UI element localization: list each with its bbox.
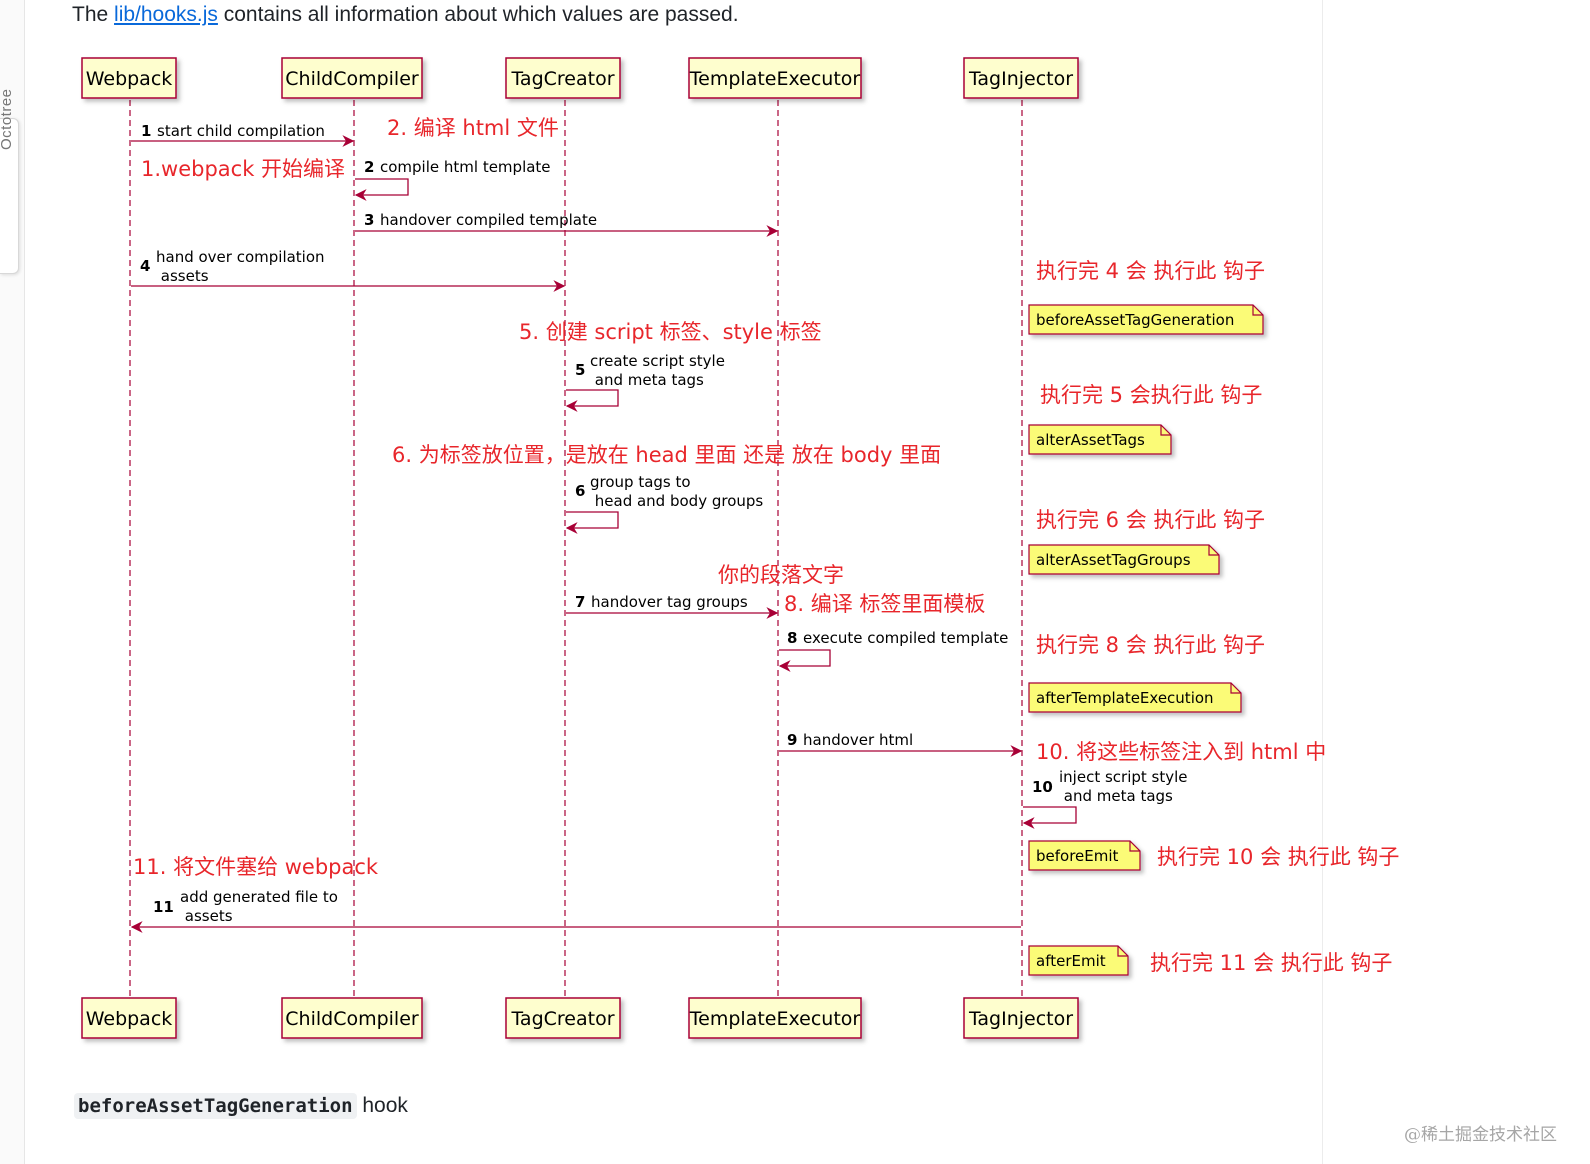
message-2: 2 compile html template <box>354 158 551 201</box>
intro-suffix: contains all information about which val… <box>217 3 739 26</box>
message-label: handover tag groups <box>591 593 748 611</box>
message-number: 2 <box>364 158 374 176</box>
message-number: 8 <box>787 629 797 647</box>
message-5: 5 create script style and meta tags <box>565 352 725 412</box>
message-number: 3 <box>364 211 374 229</box>
annotation: 11. 将文件塞给 webpack <box>133 855 379 879</box>
participant-label: ChildCompiler <box>285 1008 419 1030</box>
participant-taginjector-bottom: TagInjector <box>963 997 1079 1039</box>
annotation: 执行完 11 会 执行此 钩子 <box>1150 951 1392 975</box>
message-number: 10 <box>1032 778 1053 796</box>
message-7: 7 handover tag groups <box>566 593 779 619</box>
annotation: 你的段落文字 <box>718 563 844 587</box>
participant-label: Webpack <box>86 68 173 90</box>
content-border <box>1322 0 1323 1164</box>
participant-label: TagCreator <box>510 1008 614 1030</box>
annotation: 执行完 6 会 执行此 钩子 <box>1036 508 1265 532</box>
watermark: @稀土掘金技术社区 <box>1404 1125 1557 1145</box>
note-label: beforeAssetTagGeneration <box>1036 311 1234 329</box>
message-1: 1 start child compilation <box>131 122 355 147</box>
message-label: execute compiled template <box>803 629 1008 647</box>
message-label: and meta tags <box>1059 787 1173 805</box>
message-9: 9 handover html <box>779 731 1023 757</box>
annotation: 8. 编译 标签里面模板 <box>784 592 985 616</box>
message-label: group tags to <box>590 473 691 491</box>
message-label: assets <box>180 907 233 925</box>
message-label: and meta tags <box>590 371 704 389</box>
hook-heading-suffix: hook <box>356 1094 408 1117</box>
annotation: 执行完 5 会执行此 钩子 <box>1040 383 1262 407</box>
note-beforeemit: beforeEmit <box>1028 840 1141 871</box>
message-label: create script style <box>590 352 725 370</box>
note-beforeassettaggeneration: beforeAssetTagGeneration <box>1028 304 1264 335</box>
message-label: inject script style <box>1059 768 1188 786</box>
intro-paragraph: The lib/hooks.js contains all informatio… <box>72 3 739 27</box>
participant-tagcreator-bottom: TagCreator <box>505 997 621 1039</box>
annotation: 1.webpack 开始编译 <box>141 157 345 181</box>
message-4: 4 hand over compilation assets <box>131 248 566 292</box>
annotation: 执行完 8 会 执行此 钩子 <box>1036 633 1265 657</box>
message-label: hand over compilation <box>156 248 325 266</box>
participant-webpack-top: Webpack <box>81 57 177 99</box>
note-label: alterAssetTags <box>1036 431 1145 449</box>
message-label: add generated file to <box>180 888 338 906</box>
note-label: afterEmit <box>1036 952 1106 970</box>
message-label: handover compiled template <box>380 211 597 229</box>
note-label: beforeEmit <box>1036 847 1119 865</box>
message-label: compile html template <box>380 158 551 176</box>
message-number: 5 <box>575 361 585 379</box>
annotation: 执行完 4 会 执行此 钩子 <box>1036 259 1265 283</box>
message-number: 4 <box>140 257 150 275</box>
participant-label: Webpack <box>86 1008 173 1030</box>
participant-webpack-bottom: Webpack <box>81 997 177 1039</box>
participant-templateexecutor-top: TemplateExecutor <box>688 57 862 99</box>
message-6: 6 group tags to head and body groups <box>565 473 763 534</box>
participant-label: ChildCompiler <box>285 68 419 90</box>
message-8: 8 execute compiled template <box>778 629 1008 672</box>
participant-tagcreator-top: TagCreator <box>505 57 621 99</box>
participant-label: TagCreator <box>510 68 614 90</box>
message-number: 9 <box>787 731 797 749</box>
message-label: handover html <box>803 731 913 749</box>
message-label: assets <box>156 267 209 285</box>
participant-label: TemplateExecutor <box>689 68 861 90</box>
participant-childcompiler-top: ChildCompiler <box>281 57 423 99</box>
message-3: 3 handover compiled template <box>355 211 779 237</box>
note-label: alterAssetTagGroups <box>1036 551 1191 569</box>
message-10: 10 inject script style and meta tags <box>1022 768 1188 829</box>
message-number: 7 <box>575 593 585 611</box>
message-number: 11 <box>153 898 174 916</box>
hook-heading: beforeAssetTagGeneration hook <box>74 1093 408 1119</box>
hook-code: beforeAssetTagGeneration <box>74 1093 357 1119</box>
note-alterassettaggroups: alterAssetTagGroups <box>1028 544 1220 575</box>
message-11: 11 add generated file to assets <box>130 888 1021 933</box>
annotation: 5. 创建 script 标签、style 标签 <box>519 320 822 344</box>
sequence-diagram: Webpack ChildCompiler TagCreator Templat… <box>81 57 1399 1039</box>
annotation: 10. 将这些标签注入到 html 中 <box>1036 740 1326 764</box>
annotation: 6. 为标签放位置，是放在 head 里面 还是 放在 body 里面 <box>392 443 941 467</box>
message-number: 1 <box>141 122 151 140</box>
annotation: 执行完 10 会 执行此 钩子 <box>1157 845 1399 869</box>
octotree-toggle[interactable] <box>0 118 19 274</box>
message-label: head and body groups <box>590 492 763 510</box>
participant-label: TagInjector <box>968 68 1073 90</box>
message-label: start child compilation <box>157 122 325 140</box>
annotation: 2. 编译 html 文件 <box>387 116 559 140</box>
participant-taginjector-top: TagInjector <box>963 57 1079 99</box>
note-afteremit: afterEmit <box>1028 945 1129 976</box>
participant-childcompiler-bottom: ChildCompiler <box>281 997 423 1039</box>
message-number: 6 <box>575 482 585 500</box>
hooks-link[interactable]: lib/hooks.js <box>114 3 218 26</box>
intro-prefix: The <box>72 3 115 26</box>
participant-templateexecutor-bottom: TemplateExecutor <box>688 997 862 1039</box>
participant-label: TemplateExecutor <box>689 1008 861 1030</box>
note-alterassettags: alterAssetTags <box>1028 424 1172 455</box>
participant-label: TagInjector <box>968 1008 1073 1030</box>
note-aftertemplateexecution: afterTemplateExecution <box>1028 682 1242 713</box>
note-label: afterTemplateExecution <box>1036 689 1214 707</box>
